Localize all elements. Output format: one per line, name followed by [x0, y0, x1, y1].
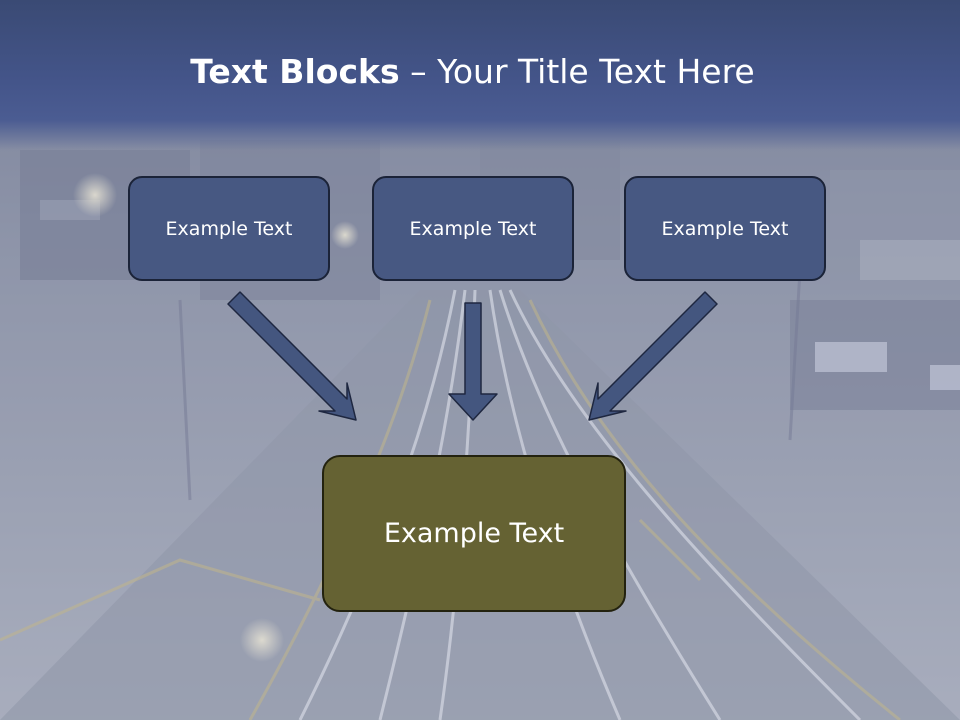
title-separator: – — [399, 52, 438, 91]
text-block-main-label: Example Text — [383, 518, 565, 549]
text-block-main[interactable]: Example Text — [322, 455, 626, 612]
title-bar — [0, 0, 960, 150]
text-block-top-3[interactable]: Example Text — [624, 176, 826, 281]
text-block-top-3-label: Example Text — [661, 217, 789, 240]
text-block-top-1-label: Example Text — [165, 217, 293, 240]
arrow-center-icon — [448, 302, 498, 421]
title-bold-part: Text Blocks — [190, 52, 400, 91]
slide-title: Text Blocks – Your Title Text Here — [0, 52, 945, 91]
arrow-left-icon — [227, 291, 357, 421]
title-rest: Your Title Text Here — [437, 52, 755, 91]
arrow-right-icon — [588, 291, 718, 421]
text-block-top-2-label: Example Text — [409, 217, 537, 240]
text-block-top-1[interactable]: Example Text — [128, 176, 330, 281]
text-block-top-2[interactable]: Example Text — [372, 176, 574, 281]
